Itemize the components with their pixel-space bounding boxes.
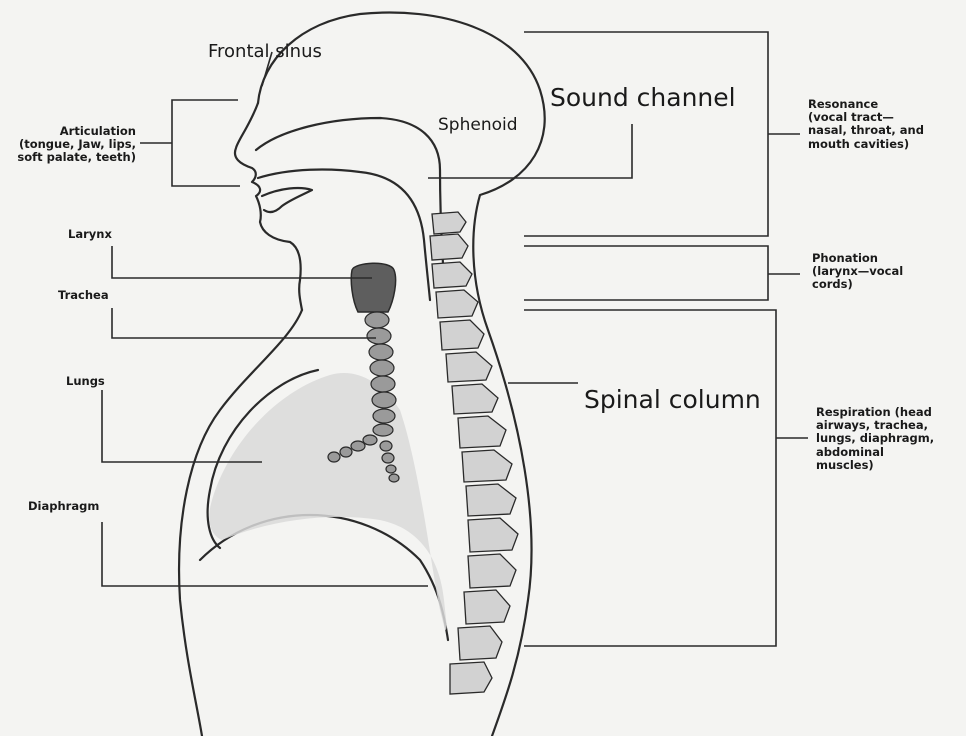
articulation-bracket [172, 100, 240, 186]
lung-shape [209, 373, 446, 630]
trachea-label: Trachea [58, 289, 109, 302]
phonation-bracket [524, 246, 768, 300]
respiration-bracket [524, 310, 776, 646]
face-outline [235, 103, 302, 310]
frontal-sinus-label: Frontal sinus [208, 42, 322, 63]
larynx-label: Larynx [68, 228, 112, 241]
resonance-label: Resonance (vocal tract— nasal, throat, a… [808, 98, 924, 151]
phonation-label: Phonation (larynx—vocal cords) [812, 252, 903, 292]
lungs-label: Lungs [66, 375, 105, 388]
larynx-leader [112, 246, 372, 278]
articulation-label: Articulation (tongue, Jaw, lips, soft pa… [6, 125, 136, 165]
tongue [262, 188, 312, 212]
resonance-bracket [524, 32, 768, 236]
respiration-label: Respiration (head airways, trachea, lung… [816, 406, 934, 472]
spinal-column-label: Spinal column [584, 386, 761, 415]
nasal-cavity [256, 118, 444, 280]
larynx-shape [351, 263, 395, 312]
trachea-leader [112, 308, 376, 338]
sphenoid-label: Sphenoid [438, 116, 518, 136]
diaphragm-label: Diaphragm [28, 500, 99, 513]
sound-channel-label: Sound channel [550, 84, 736, 113]
